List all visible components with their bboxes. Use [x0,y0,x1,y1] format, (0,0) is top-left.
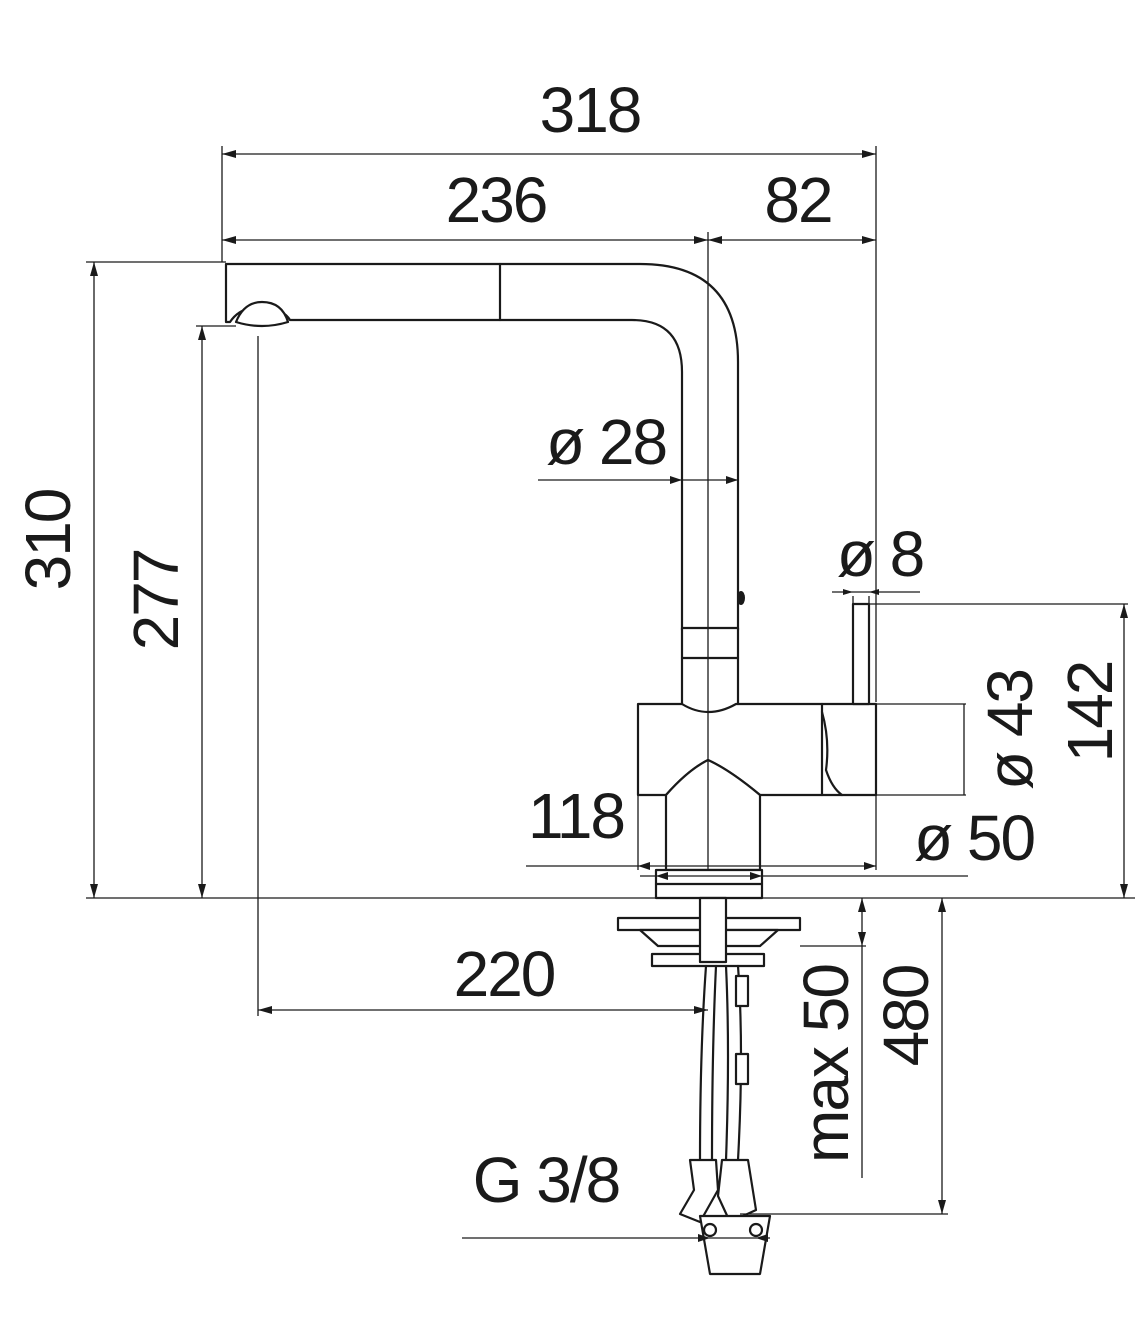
faucet-body-group [224,262,878,1276]
connector-right [716,1158,758,1224]
body-shoulder [680,656,740,706]
connector-bolt-right [748,1222,764,1238]
lever-cap [820,710,844,797]
lever-handle [851,602,871,706]
hose-left [698,964,718,1162]
dimension-labels: 318 236 82 ø 28 ø 8 118 ø 50 220 G 3/8 3… [12,74,1126,1216]
label-base-width: 118 [528,780,624,852]
label-outlet-height: 277 [120,550,192,651]
label-hose-length: 480 [870,965,942,1066]
label-tube-diameter: ø 28 [546,406,666,478]
label-base-diameter: ø 50 [914,802,1034,874]
label-lever-diameter: ø 8 [837,518,923,590]
label-max-thickness: max 50 [790,965,862,1163]
valve-body [636,702,878,797]
connector-left [678,1158,720,1224]
label-spout-reach: 236 [446,164,547,236]
label-body-diameter: ø 43 [974,670,1046,790]
label-overall-width: 318 [540,74,641,146]
dimension-lines [86,146,1135,1242]
label-lever-height: 142 [1054,662,1126,763]
spout-collar [680,626,740,660]
hose-clip-2 [734,1052,750,1086]
mount-stud [698,896,728,964]
spout-button [737,591,745,605]
label-hole-distance: 220 [454,938,555,1010]
aerator-nozzle [234,300,290,328]
body-neck [664,758,762,872]
label-total-height: 310 [12,489,84,590]
hose-clip [734,974,750,1008]
connector-bolt-left [702,1222,718,1238]
label-body-offset: 82 [764,164,831,236]
label-connection: G 3/8 [473,1144,620,1216]
